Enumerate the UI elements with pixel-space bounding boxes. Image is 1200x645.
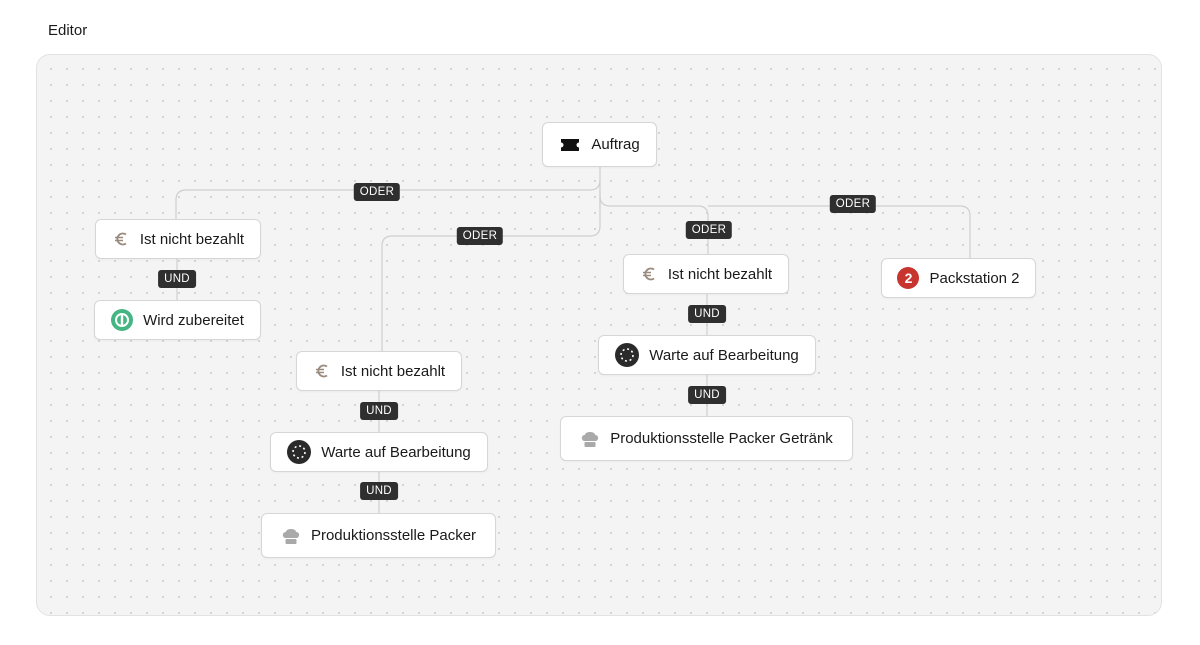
status-waiting-icon [615, 343, 640, 367]
ticket-icon [559, 137, 581, 153]
node-label: Ist nicht bezahlt [139, 230, 245, 248]
and-connector-badge: UND [360, 402, 398, 420]
chef-hat-icon [580, 429, 600, 449]
or-connector-badge: ODER [829, 195, 877, 213]
chef-hat-icon [281, 526, 301, 546]
or-connector-badge: ODER [353, 183, 401, 201]
status-node-waiting[interactable]: Warte auf Bearbeitung [270, 432, 488, 472]
euro-icon [640, 265, 658, 283]
status-node-waiting[interactable]: Warte auf Bearbeitung [598, 335, 816, 375]
and-connector-badge: UND [688, 305, 726, 323]
node-label: Packstation 2 [929, 269, 1020, 287]
packstation-number: 2 [904, 270, 913, 286]
euro-icon [112, 230, 130, 248]
node-label: Auftrag [591, 136, 640, 153]
euro-icon [313, 362, 331, 380]
or-connector-badge: ODER [456, 227, 504, 245]
node-label: Ist nicht bezahlt [340, 362, 446, 380]
status-preparing-icon [111, 309, 134, 331]
node-label: Wird zubereitet [143, 311, 244, 329]
and-connector-badge: UND [688, 386, 726, 404]
condition-node-not-paid[interactable]: Ist nicht bezahlt [95, 219, 261, 259]
condition-node-not-paid[interactable]: Ist nicht bezahlt [623, 254, 789, 294]
packstation-icon: 2 [897, 267, 920, 289]
node-label: Warte auf Bearbeitung [321, 443, 471, 461]
node-label: Produktionsstelle Packer [310, 527, 477, 544]
page-title: Editor [48, 22, 88, 39]
node-label: Ist nicht bezahlt [667, 265, 773, 283]
status-waiting-icon [287, 440, 312, 464]
node-auftrag[interactable]: Auftrag [542, 122, 657, 167]
node-label: Produktionsstelle Packer Getränk [610, 430, 833, 447]
and-connector-badge: UND [360, 482, 398, 500]
station-node-packer-drink[interactable]: Produktionsstelle Packer Getränk [560, 416, 853, 461]
or-connector-badge: ODER [685, 221, 733, 239]
station-node-packstation-2[interactable]: 2 Packstation 2 [881, 258, 1036, 298]
and-connector-badge: UND [158, 270, 196, 288]
node-label: Warte auf Bearbeitung [649, 346, 799, 364]
status-node-preparing[interactable]: Wird zubereitet [94, 300, 261, 340]
condition-node-not-paid[interactable]: Ist nicht bezahlt [296, 351, 462, 391]
station-node-packer[interactable]: Produktionsstelle Packer [261, 513, 496, 558]
